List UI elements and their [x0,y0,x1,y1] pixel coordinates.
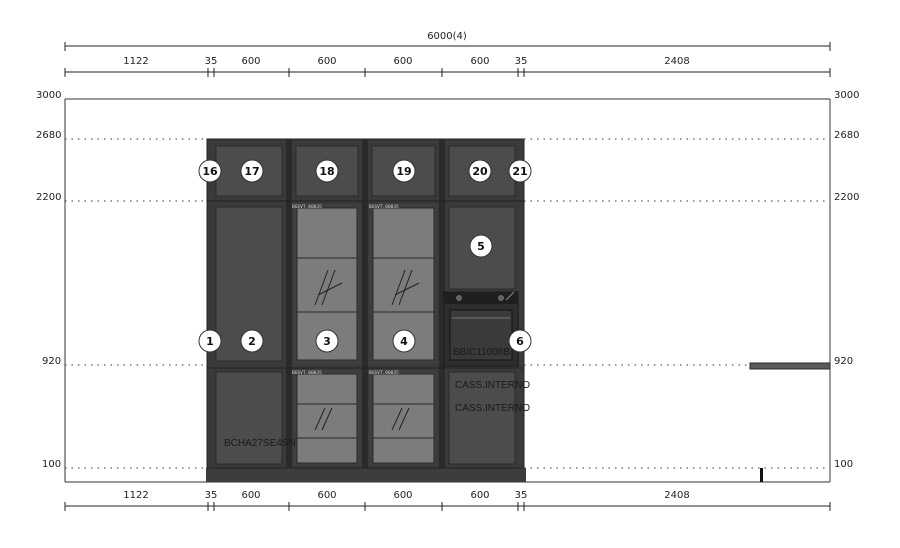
support-leg [760,468,763,482]
oven-unit [443,291,519,367]
marker-17: 17 [244,165,259,178]
level-left-2680: 2680 [36,130,61,141]
bottom-dim-7: 35 [515,490,528,501]
marker-4: 4 [400,335,408,348]
bottom-dimension-chain [64,502,831,511]
level-left-920: 920 [42,356,61,367]
top-dim-2: 35 [205,56,218,67]
marker-20: 20 [472,165,488,178]
top-dim-8: 2408 [664,56,689,67]
level-right-920: 920 [834,356,853,367]
marker-6: 6 [516,335,524,348]
marker-3: 3 [323,335,331,348]
level-right-3000: 3000 [834,90,859,101]
worktop-segment [749,362,831,370]
top-dimension-chain [64,42,831,77]
oven-code: BBIC11006B [453,347,510,358]
top-dim-6: 600 [470,56,489,67]
level-left-3000: 3000 [36,90,61,101]
top-dim-4: 600 [317,56,336,67]
top-dim-3: 600 [241,56,260,67]
drawer-code-1: CASS.INTERNO [455,380,530,391]
level-right-2200: 2200 [834,192,859,203]
glass-label-low-2: BGSVT.00035 [369,370,399,376]
level-left-100: 100 [42,459,61,470]
level-lines [64,98,831,483]
marker-5: 5 [477,240,485,253]
overall-width-label: 6000(4) [427,31,467,42]
bottom-dim-5: 600 [393,490,412,501]
level-left-2200: 2200 [36,192,61,203]
bottom-dim-1: 1122 [123,490,148,501]
top-wall-cabinets [215,145,516,197]
glass-label-low-1: BGSVT.00035 [292,370,322,376]
drawer-code-2: CASS.INTERNO [455,403,530,414]
bottom-dim-6: 600 [470,490,489,501]
plinth [206,468,526,482]
drawer-unit [448,371,516,465]
top-dim-5: 600 [393,56,412,67]
marker-21: 21 [512,165,527,178]
left-base-code: BCHA27SE4SN [224,438,296,449]
glass-label-top-2: BGSVT.00035 [369,204,399,210]
bottom-dim-8: 2408 [664,490,689,501]
marker-18: 18 [319,165,334,178]
marker-16: 16 [202,165,218,178]
left-base-door [215,371,283,465]
top-dim-7: 35 [515,56,528,67]
bottom-dim-4: 600 [317,490,336,501]
glass-label-top-1: BGSVT.00035 [292,204,322,210]
marker-2: 2 [248,335,256,348]
marker-1: 1 [206,335,214,348]
level-right-2680: 2680 [834,130,859,141]
cabinet-block [206,138,526,482]
bottom-dim-2: 35 [205,490,218,501]
position-markers [198,159,532,353]
top-dim-1: 1122 [123,56,148,67]
level-right-100: 100 [834,459,853,470]
glass-column-1 [293,204,361,466]
marker-19: 19 [396,165,411,178]
bottom-dim-3: 600 [241,490,260,501]
